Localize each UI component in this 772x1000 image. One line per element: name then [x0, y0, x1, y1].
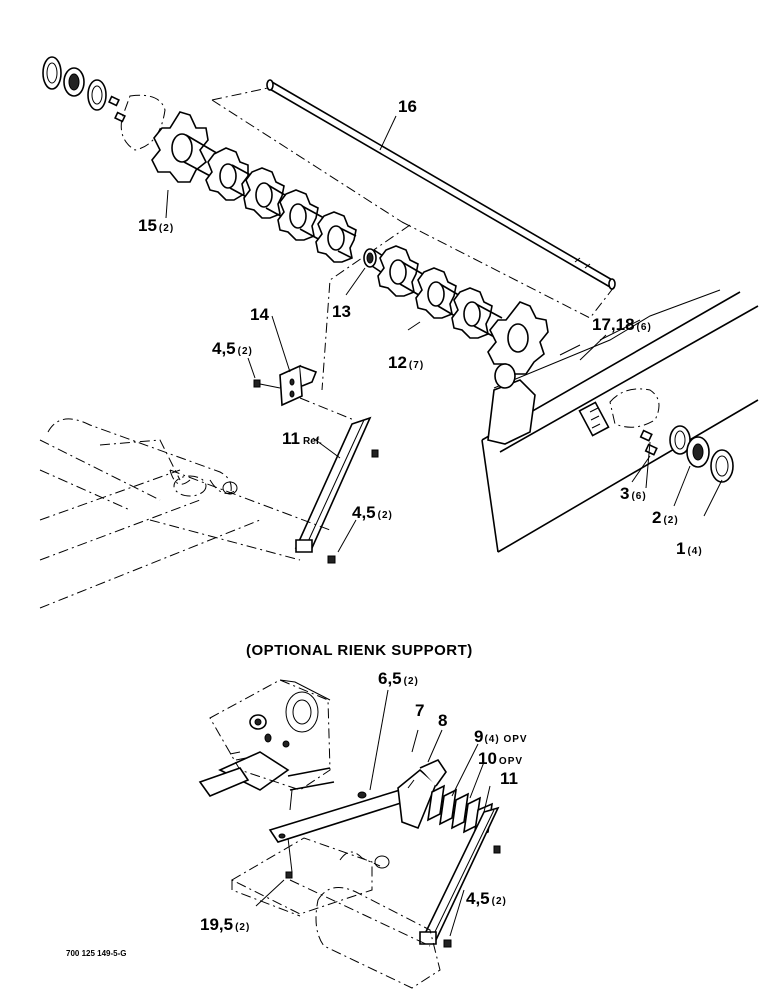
right-bearing-stack	[639, 425, 734, 483]
section-title: (OPTIONAL RIENK SUPPORT)	[246, 642, 473, 659]
callout-4-5-upper-left: 4,5(2)	[212, 339, 253, 358]
callout-1: 1(4)	[676, 539, 703, 558]
callout-15: 15(2)	[138, 216, 174, 235]
callout-11: 11	[500, 769, 518, 788]
drawing-code: 700 125 149-5-G	[66, 949, 127, 958]
sprocket-group-12	[363, 245, 549, 375]
sprocket-group-15	[151, 111, 357, 263]
support-arm-8	[268, 758, 447, 843]
callout-14: 14	[250, 305, 269, 324]
leader-lines-upper	[165, 115, 723, 553]
bracket-14	[253, 364, 355, 421]
drive-shaft-16	[266, 79, 616, 290]
left-bearing-stack	[42, 56, 166, 151]
callout-12: 12(7)	[388, 353, 424, 372]
phantom-lines	[211, 87, 615, 391]
leader-lines-lower	[255, 689, 491, 937]
gearbox	[198, 679, 335, 797]
callout-3: 3(6)	[620, 484, 647, 503]
right-frame	[481, 289, 759, 553]
support-11	[419, 806, 501, 948]
callout-16: 16	[398, 97, 417, 116]
callout-6-5: 6,5(2)	[378, 669, 419, 688]
support-11-ref	[294, 416, 379, 564]
lower-frame-phantom	[230, 789, 441, 989]
lower-assembly	[198, 679, 501, 989]
left-frame-phantom	[39, 418, 331, 609]
callout-7: 7	[415, 701, 424, 720]
callout-4-5-lower: 4,5(2)	[466, 889, 507, 908]
shim-stack-9-10	[426, 784, 493, 840]
callout-8: 8	[438, 711, 447, 730]
callout-4-5-upper: 4,5(2)	[352, 503, 393, 522]
callout-9: 9(4) OPV	[474, 727, 528, 746]
callout-13: 13	[332, 302, 351, 321]
callout-17-18: 17,18(6)	[592, 315, 652, 334]
callout-19-5: 19,5(2)	[200, 915, 250, 934]
upper-assembly	[39, 56, 759, 609]
callout-2: 2(2)	[652, 508, 679, 527]
